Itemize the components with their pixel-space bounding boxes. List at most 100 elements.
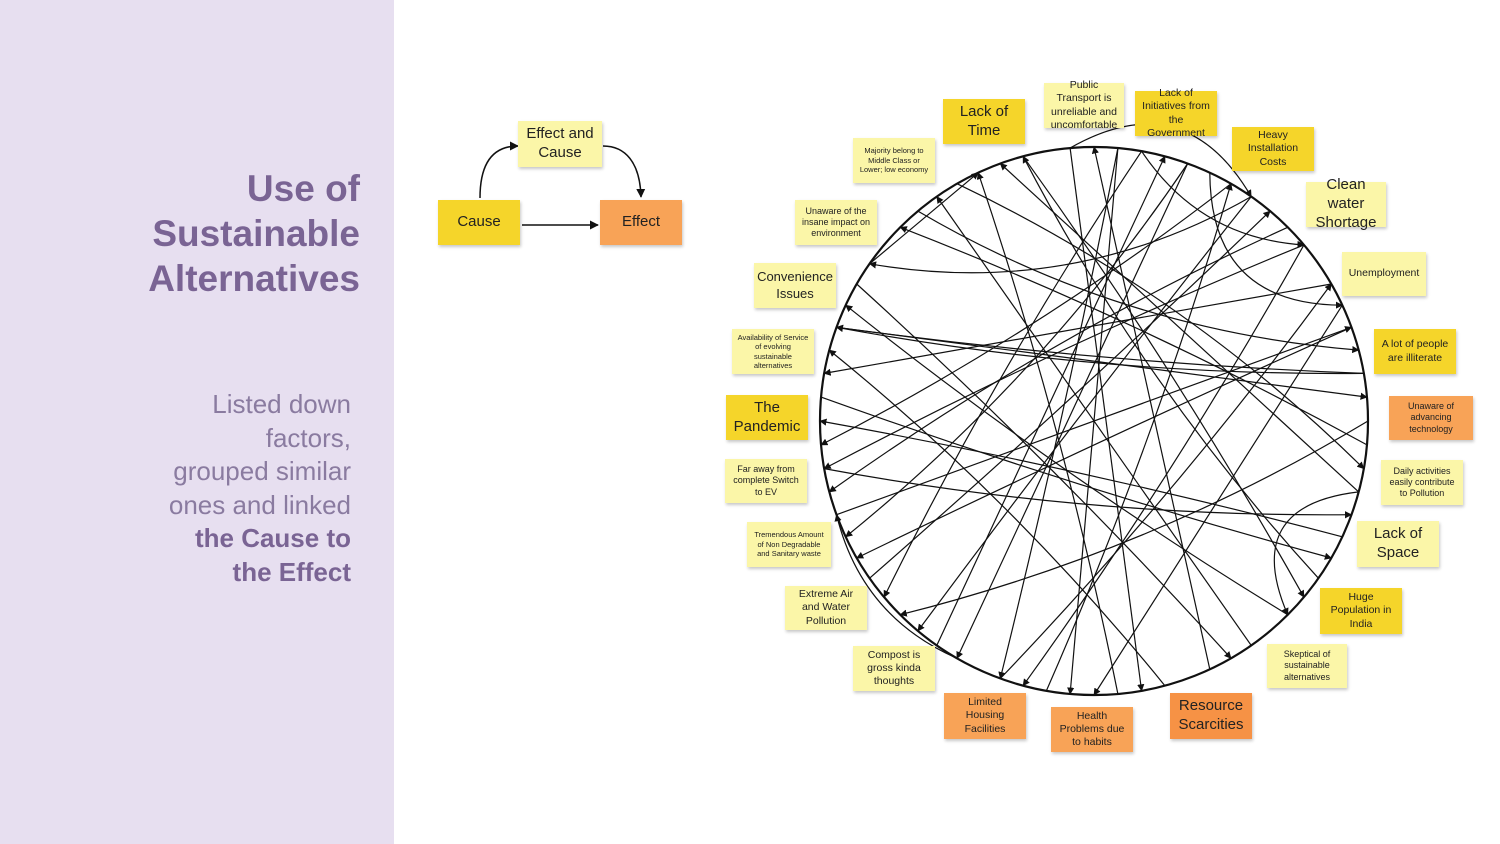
title-line-2: Sustainable [152, 213, 360, 254]
cause-effect-link [856, 283, 1232, 659]
factor-label: Limited Housing Facilities [964, 696, 1006, 735]
cause-effect-link [1022, 155, 1305, 598]
cause-effect-link [823, 244, 1305, 470]
desc-line: grouped similar [173, 456, 351, 487]
factor-note: Limited Housing Facilities [944, 693, 1026, 739]
factor-note: Compost is gross kinda thoughts [853, 646, 935, 691]
factor-label: Skeptical of sustainable alternatives [1283, 649, 1331, 682]
factor-label: Public Transport is unreliable and uncom… [1050, 79, 1118, 131]
cause-effect-link [1209, 172, 1344, 309]
factor-label: Majority belong to Middle Class or Lower… [859, 146, 929, 175]
sidebar-panel: Use of Sustainable Alternatives Listed d… [0, 0, 394, 844]
legend-arrow-effect-and-cause-to-effect [602, 145, 646, 198]
cause-effect-link [856, 326, 1352, 559]
cause-effect-link [917, 210, 1360, 354]
cause-effect-link [845, 304, 1289, 616]
factor-note: Lack of Space [1357, 521, 1439, 567]
factor-note: Lack of Time [943, 99, 1025, 144]
factor-label: Extreme Air and Water Pollution [798, 588, 854, 627]
cause-effect-link [835, 324, 1364, 374]
factor-note: Huge Population in India [1320, 588, 1402, 634]
desc-line: Listed down [212, 389, 351, 419]
cause-effect-link [899, 226, 1368, 446]
legend-effect-note: Effect [600, 200, 682, 245]
legend-effect-and-cause-label: Effect and Cause [526, 125, 594, 161]
factor-label: Unaware of advancing technology [1407, 401, 1455, 434]
factor-label: Availability of Service of evolving sust… [737, 332, 809, 370]
factor-label: Lack of Space [1373, 525, 1423, 561]
cause-effect-link [868, 196, 1252, 274]
factor-label: Compost is gross kinda thoughts [867, 648, 921, 688]
cause-effect-link [824, 468, 1353, 519]
cause-effect-link [869, 172, 979, 265]
cause-effect-link [883, 150, 1143, 598]
legend-arrow-cause-to-effect-and-cause [479, 141, 519, 199]
cause-effect-link [1141, 150, 1305, 249]
cause-effect-link [1093, 304, 1343, 696]
cause-effect-link [1022, 155, 1319, 579]
cause-effect-link [936, 155, 1166, 646]
desc-emphasis-line: the Effect [232, 556, 351, 587]
cause-effect-link [899, 420, 1369, 617]
factor-note: Far away from complete Switch to EV [725, 459, 807, 503]
page-title: Use of Sustainable Alternatives [20, 166, 360, 301]
legend-cause-note: Cause [438, 200, 520, 245]
cause-effect-link [999, 163, 1360, 493]
legend-effect-label: Effect [621, 213, 661, 231]
cause-effect-link [819, 418, 1343, 538]
desc-emphasis-line: the Cause to [194, 523, 351, 554]
factor-note: Unemployment [1342, 252, 1426, 296]
cause-effect-link [836, 326, 1353, 516]
cause-effect-link [998, 147, 1119, 680]
factor-label: Unaware of the insane impact on environm… [801, 205, 871, 239]
desc-line: ones and linked [168, 489, 351, 520]
cause-effect-link [823, 283, 1332, 376]
factor-label: Convenience Issues [757, 269, 833, 301]
factor-note: Heavy Installation Costs [1232, 127, 1314, 171]
cause-effect-links [819, 123, 1369, 696]
factor-label: Heavy Installation Costs [1247, 129, 1299, 168]
cause-effect-link [820, 396, 1332, 560]
factor-label: The Pandemic [733, 398, 801, 435]
factor-note: A lot of people are illiterate [1374, 329, 1456, 374]
factor-label: Daily activities easily contribute to Po… [1389, 465, 1455, 499]
cause-effect-link [1091, 146, 1211, 670]
factor-label: Lack of Initiatives from the Government [1142, 87, 1210, 139]
factor-note: Extreme Air and Water Pollution [785, 586, 867, 630]
factor-label: Clean water Shortage [1315, 176, 1377, 231]
factor-note: Tremendous Amount of Non Degradable and … [747, 522, 831, 567]
factor-note: Clean water Shortage [1306, 176, 1386, 231]
title-line-1: Use of [246, 168, 360, 209]
factor-note: Availability of Service of evolving sust… [732, 329, 814, 374]
cause-effect-link [828, 349, 1166, 687]
cause-effect-link [1022, 244, 1305, 687]
factor-note: Unaware of advancing technology [1389, 396, 1473, 440]
factor-note: Health Problems due to habits [1051, 707, 1133, 752]
factor-label: Lack of Time [959, 102, 1009, 139]
cause-effect-link [1069, 147, 1145, 692]
factor-label: Resource Scarcities [1178, 697, 1244, 733]
factor-note: Public Transport is unreliable and uncom… [1044, 79, 1124, 131]
cause-effect-link [835, 324, 1364, 375]
legend-cause-label: Cause [457, 213, 501, 231]
factor-label: A lot of people are illiterate [1381, 338, 1449, 364]
legend-effect-and-cause-note: Effect and Cause [518, 121, 602, 167]
cause-effect-link [1045, 183, 1233, 692]
factor-label: Health Problems due to habits [1059, 709, 1125, 749]
cause-effect-link [976, 172, 1119, 695]
title-line-3: Alternatives [148, 258, 360, 299]
cause-effect-link [869, 210, 1271, 579]
cause-effect-link [956, 183, 1365, 470]
factor-label: Far away from complete Switch to EV [733, 464, 799, 497]
factor-note: The Pandemic [726, 395, 808, 440]
factor-note: Unaware of the insane impact on environm… [795, 200, 877, 245]
factor-label: Tremendous Amount of Non Degradable and … [754, 530, 824, 559]
factor-label: Huge Population in India [1330, 591, 1392, 630]
description: Listed down factors, grouped similar one… [121, 388, 351, 590]
factor-note: Convenience Issues [754, 263, 836, 308]
factor-label: Unemployment [1348, 267, 1420, 280]
cause-effect-link [999, 283, 1332, 679]
factor-note: Lack of Initiatives from the Government [1135, 87, 1217, 139]
factor-note: Majority belong to Middle Class or Lower… [853, 138, 935, 183]
